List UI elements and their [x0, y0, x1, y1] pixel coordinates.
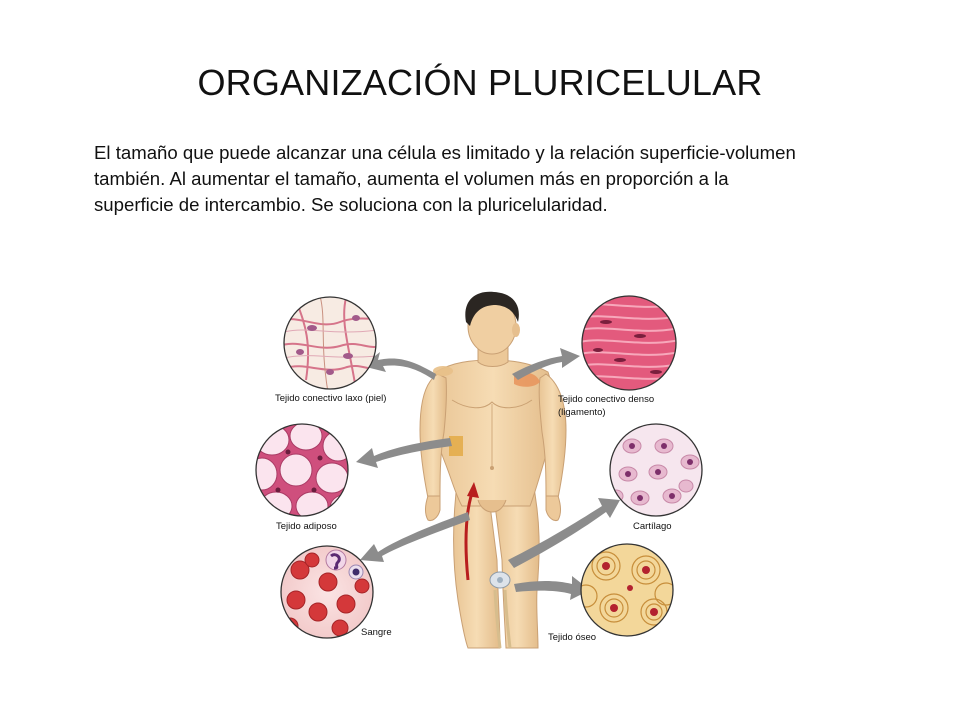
adipose-tissue-circle	[255, 423, 349, 517]
arrows	[356, 348, 620, 600]
paragraph-line-1: El tamaño que puede alcanzar una célula …	[94, 142, 796, 163]
arrow-to-cartilage	[508, 498, 620, 568]
label-blood: Sangre	[361, 627, 392, 638]
loose-connective-tissue-circle	[283, 296, 377, 390]
label-bone: Tejido óseo	[548, 632, 596, 643]
intro-paragraph: El tamaño que puede alcanzar una célula …	[94, 140, 914, 218]
label-loose-connective: Tejido conectivo laxo (piel)	[275, 393, 386, 404]
label-dense-connective-line1: Tejido conectivo denso	[558, 394, 654, 405]
label-cartilage: Cartílago	[633, 521, 672, 532]
dense-connective-tissue-circle	[581, 295, 677, 391]
arrow-to-adipose	[356, 438, 452, 468]
blood-tissue-circle	[280, 545, 374, 639]
bone-tissue-circle	[580, 543, 674, 637]
human-figure	[419, 291, 567, 649]
arrow-to-bone	[514, 576, 590, 600]
arrow-to-loose	[362, 352, 436, 380]
slide-title: ORGANIZACIÓN PLURICELULAR	[197, 62, 763, 103]
arrow-to-blood	[360, 512, 470, 562]
paragraph-line-2: también. Al aumentar el tamaño, aumenta …	[94, 168, 729, 189]
cartilage-tissue-circle	[609, 423, 703, 517]
label-adipose: Tejido adiposo	[276, 521, 337, 532]
label-dense-connective-line2: (ligamento)	[558, 407, 606, 418]
arrow-to-dense	[512, 348, 580, 380]
paragraph-line-3: superficie de intercambio. Se soluciona …	[94, 194, 608, 215]
